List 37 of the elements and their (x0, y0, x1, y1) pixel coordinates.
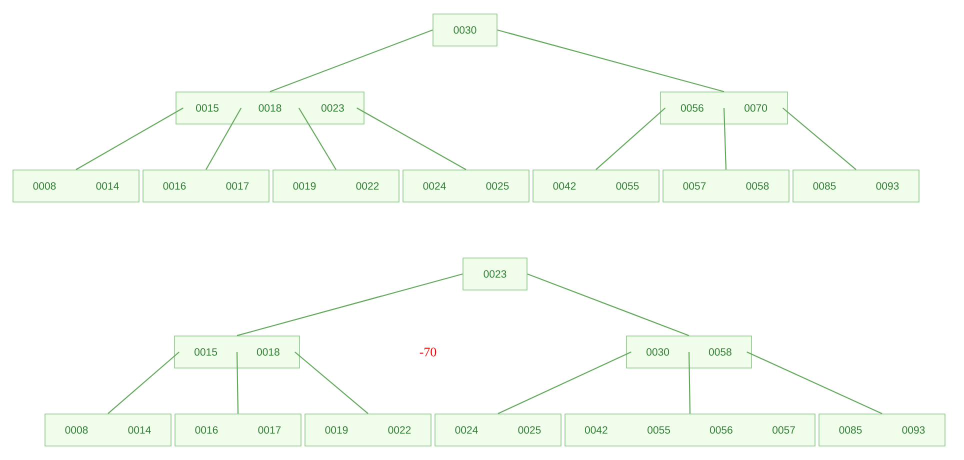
tree-edge (206, 108, 242, 170)
tree-edge (108, 352, 180, 414)
tree-edge (294, 352, 368, 414)
tree-edge (76, 108, 184, 170)
key-node: 0008 0014 (44, 414, 172, 446)
key-node: 0042 0055 (532, 170, 660, 202)
key-node: 0016 0017 (142, 170, 270, 202)
key-node: 0057 0058 (662, 170, 790, 202)
key-node: 0023 (462, 258, 528, 290)
tree-edge (497, 29, 724, 92)
key-node: 0015 0018 (174, 336, 300, 368)
key-node: 0085 0093 (818, 414, 946, 446)
tree-edge (723, 108, 727, 170)
tree-edge (527, 273, 690, 336)
tree-edge (746, 351, 882, 414)
key-node: 0024 0025 (402, 170, 530, 202)
key-node: 0015 0018 0023 (176, 92, 364, 124)
tree-edge (688, 352, 691, 414)
tree-edge (298, 108, 336, 170)
tree-edge (596, 108, 666, 170)
tree-edge (498, 352, 632, 414)
tree-edge (236, 273, 463, 336)
key-node: 0024 0025 (434, 414, 562, 446)
key-node: 0019 0022 (304, 414, 432, 446)
key-node: 0030 (432, 14, 498, 46)
tree-edge (236, 352, 239, 414)
tree-edge (356, 108, 466, 170)
tree-edge (782, 108, 856, 170)
key-node: 0016 0017 (174, 414, 302, 446)
note-label: -70 (420, 348, 436, 356)
key-node: 0030 0058 (626, 336, 752, 368)
key-node: 0008 0014 (12, 170, 140, 202)
key-node: 0056 0070 (660, 92, 788, 124)
key-node: 0042 0055 0056 0057 (564, 414, 816, 446)
tree-edge (270, 29, 433, 92)
key-node: 0019 0022 (272, 170, 400, 202)
key-node: 0085 0093 (792, 170, 920, 202)
